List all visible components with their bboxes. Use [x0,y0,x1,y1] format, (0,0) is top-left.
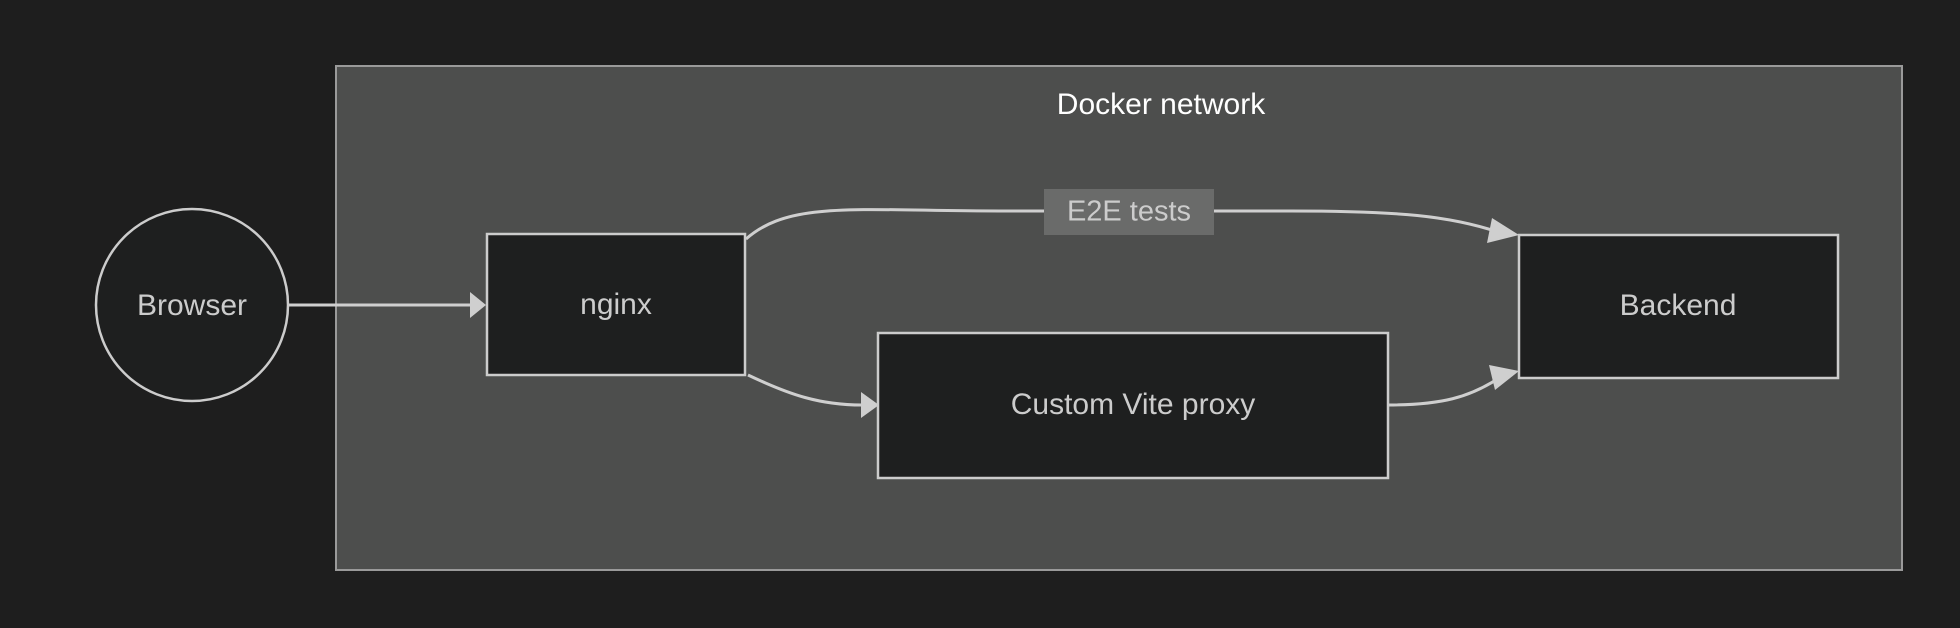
node-nginx[interactable]: nginx [485,232,747,377]
edge-label-e2e-tests-background [1044,189,1214,235]
edge-nginx-to-vite-curve [747,373,863,407]
node-custom-vite-proxy-shape[interactable] [876,331,1390,480]
edge-label-e2e-tests-text: E2E tests [1067,196,1191,228]
edge-vite-to-backend [1387,365,1519,407]
edge-browser-to-nginx-arrowhead [470,292,486,318]
node-backend-label: Backend [1620,289,1737,322]
edge-nginx-to-vite-arrowhead [861,392,879,418]
node-nginx-shape[interactable] [485,232,747,377]
edge-vite-to-backend-arrowhead [1489,365,1519,390]
edge-vite-to-backend-curve [1387,374,1503,407]
node-backend[interactable]: Backend [1517,233,1840,380]
node-browser-shape[interactable] [94,207,290,403]
node-browser[interactable]: Browser [94,207,290,403]
node-nginx-label: nginx [580,288,652,321]
node-custom-vite-proxy[interactable]: Custom Vite proxy [876,331,1390,480]
edge-nginx-to-backend [745,208,1519,243]
node-custom-vite-proxy-label: Custom Vite proxy [1011,388,1256,421]
edge-nginx-to-backend-arrowhead [1487,218,1519,243]
docker-network-title: Docker network [1057,88,1266,121]
edge-nginx-to-backend-curve [745,208,1499,241]
node-browser-label: Browser [137,289,247,322]
edge-nginx-to-vite [747,373,879,418]
node-backend-shape[interactable] [1517,233,1840,380]
edge-label-e2e-tests: E2E tests [1044,189,1214,235]
edge-browser-to-nginx [289,292,486,318]
